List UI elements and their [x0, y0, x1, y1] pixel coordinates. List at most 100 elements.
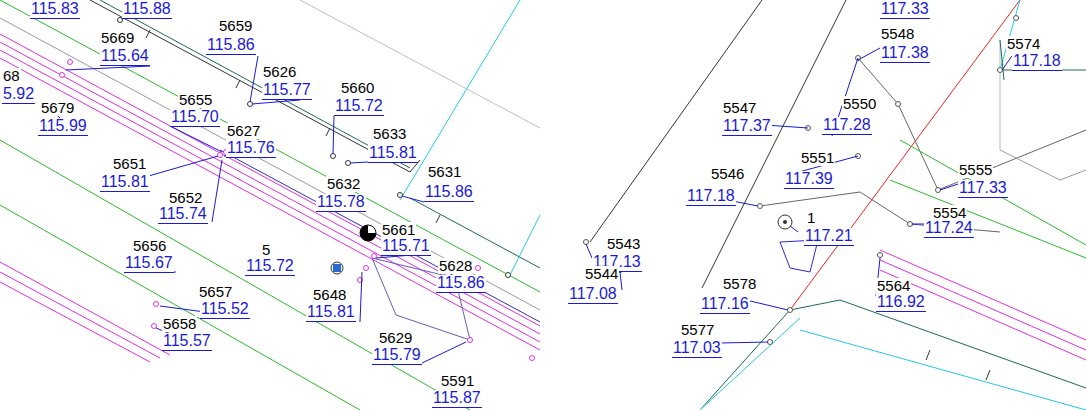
map-linework — [1002, 56, 1012, 70]
map-linework — [60, 73, 65, 78]
point-number: 5547 — [722, 100, 757, 116]
elevation-label: 117.33 — [880, 1, 930, 19]
survey-station-symbol — [778, 215, 792, 229]
point-number: 5544 — [584, 266, 619, 282]
point-number: 5669 — [100, 30, 135, 46]
point-number: 5659 — [218, 18, 253, 34]
point-number: 5555 — [958, 162, 993, 178]
map-linework — [0, 205, 360, 410]
map-linework — [800, 330, 1086, 410]
map-linework — [1014, 16, 1019, 21]
elevation-label: 117.03 — [672, 340, 722, 358]
point-number: 5574 — [1006, 36, 1041, 52]
map-linework — [912, 224, 924, 225]
map-linework — [586, 48, 1012, 344]
map-linework — [778, 215, 792, 229]
map-linework — [118, 18, 511, 278]
map-linework — [940, 184, 958, 190]
map-linework — [0, 42, 540, 334]
map-linework — [936, 188, 941, 193]
map-linework — [900, 140, 1086, 245]
point-number: 5628 — [438, 258, 473, 274]
point-number: 5551 — [800, 150, 835, 166]
elevation-label: 115.77 — [262, 82, 312, 100]
map-linework — [878, 253, 883, 258]
map-linework — [333, 116, 334, 154]
elevation-label: 117.39 — [784, 171, 834, 189]
map-linework — [212, 160, 222, 222]
map-linework — [858, 48, 880, 60]
elevation-label: 115.70 — [170, 109, 220, 127]
map-linework — [0, 0, 540, 292]
map-linework — [350, 162, 368, 163]
map-linework — [360, 225, 376, 241]
map-linework — [0, 262, 170, 355]
map-linework — [788, 308, 793, 313]
map-linework — [326, 128, 330, 136]
point-number: 5543 — [606, 236, 641, 252]
map-linework — [436, 215, 440, 223]
left-panel — [0, 0, 540, 410]
elevation-label: 115.71 — [381, 238, 431, 256]
point-number: 5658 — [162, 316, 197, 332]
map-linework — [170, 126, 222, 152]
map-linework — [333, 264, 341, 272]
elevation-label: 115.81 — [368, 145, 418, 163]
map-linework — [300, 0, 540, 128]
elevation-label: 117.37 — [722, 118, 772, 136]
map-linework — [468, 338, 473, 343]
point-number: 5679 — [40, 100, 75, 116]
map-linework — [908, 222, 913, 227]
elevation-label: 115.81 — [306, 304, 356, 322]
point-number: 5652 — [168, 190, 203, 206]
map-linework — [218, 153, 223, 158]
map-linework — [530, 356, 535, 361]
map-linework — [1000, 40, 1004, 80]
point-number: 5661 — [381, 222, 416, 238]
elevation-label: 116.92 — [876, 294, 926, 312]
elevation-label: 115.81 — [100, 174, 150, 192]
map-linework — [746, 300, 788, 310]
map-linework — [584, 16, 1019, 345]
map-linework — [790, 0, 1020, 310]
point-number: 1 — [806, 210, 816, 226]
map-linework — [252, 100, 300, 104]
elevation-label: 115.99 — [38, 118, 88, 136]
elevation-label: 117.18 — [1012, 53, 1062, 71]
point-number: 5 — [261, 242, 271, 258]
point-number: 5648 — [312, 287, 347, 303]
map-linework — [0, 140, 470, 410]
map-linework — [510, 215, 540, 275]
elevation-label: 115.76 — [226, 140, 276, 158]
inlet-symbol — [331, 262, 343, 274]
map-linework — [146, 30, 150, 38]
elevation-label: 115.78 — [316, 194, 366, 212]
map-linework — [700, 300, 1086, 410]
point-number: 5627 — [226, 123, 261, 139]
map-linework — [68, 60, 73, 65]
map-linework — [331, 262, 343, 274]
map-linework — [783, 220, 787, 224]
point-number: 5550 — [842, 96, 877, 112]
elevation-label: 115.67 — [124, 255, 174, 273]
point-number: 5626 — [262, 64, 297, 80]
point-number: 5591 — [440, 373, 475, 389]
point-number: 5629 — [378, 330, 413, 346]
point-number: 5633 — [372, 126, 407, 142]
elevation-label: 115.64 — [100, 48, 150, 66]
point-number: 5554 — [932, 205, 967, 221]
map-linework — [0, 34, 540, 326]
map-linework — [250, 56, 258, 102]
manhole-symbol — [360, 225, 376, 241]
map-linework — [372, 254, 377, 259]
elevation-label: 115.74 — [158, 206, 208, 224]
map-linework — [236, 80, 240, 88]
map-linework — [986, 370, 990, 380]
map-linework — [420, 342, 466, 364]
map-linework — [398, 193, 403, 198]
map-linework — [768, 340, 773, 345]
map-linework — [66, 66, 150, 70]
point-number: 5656 — [132, 238, 167, 254]
elevation-label: 115.86 — [436, 275, 486, 293]
map-linework — [0, 50, 540, 342]
